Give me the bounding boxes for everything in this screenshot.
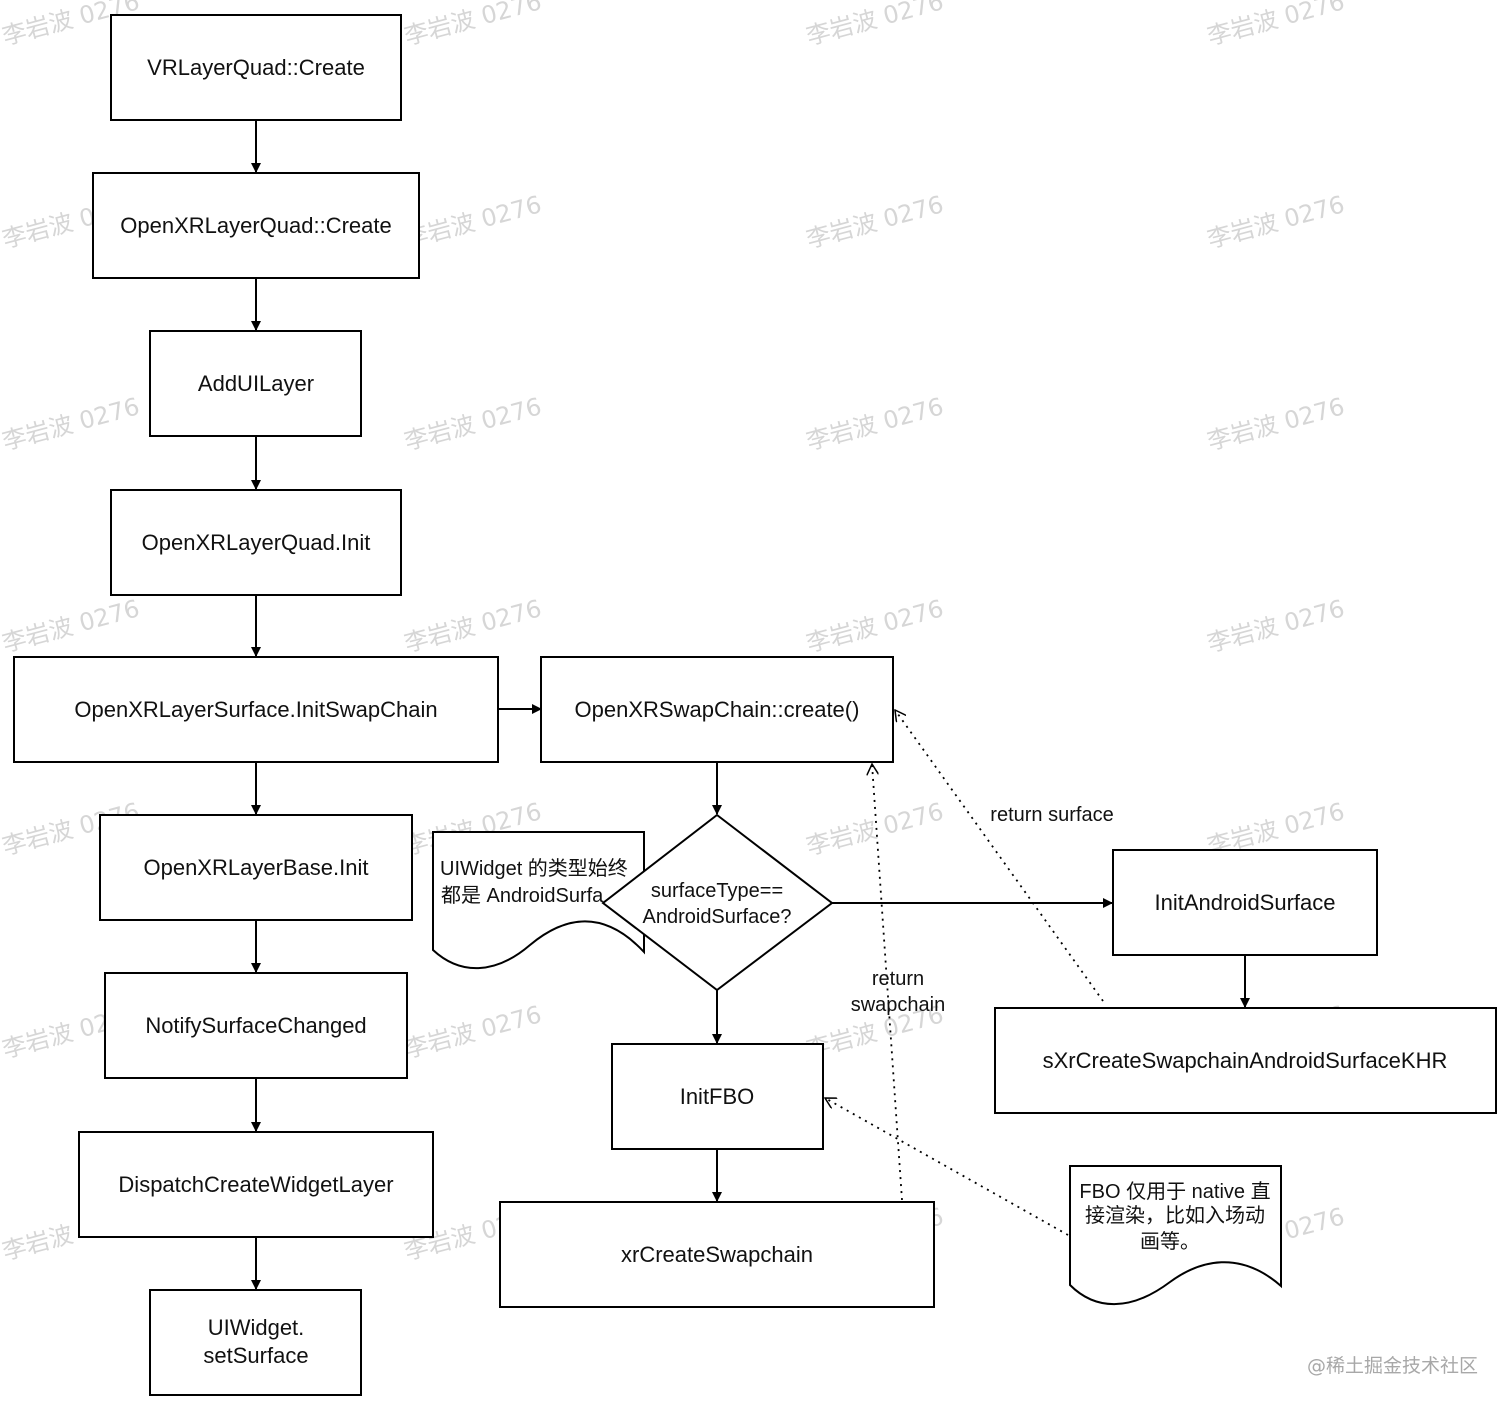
node-dispatch-create-widget-layer: DispatchCreateWidgetLayer [78,1131,434,1238]
node-label-line-1: UIWidget. [208,1315,305,1340]
watermark-text: 李岩波 0276 [401,1000,544,1063]
node-notify-surface-changed: NotifySurfaceChanged [104,972,408,1079]
node-init-fbo: InitFBO [611,1043,824,1150]
watermark-text: 李岩波 0276 [401,392,544,455]
watermark-text: 李岩波 0276 [1204,0,1347,51]
node-label: sXrCreateSwapchainAndroidSurfaceKHR [1043,1048,1448,1073]
right-solid-arrows [712,762,1250,1202]
credit-text: @稀土掘金技术社区 [1307,1355,1478,1377]
note-line-2: 都是 AndroidSurfa [441,884,604,907]
watermark-text: 李岩波 0276 [401,0,544,51]
node-init-android-surface: InitAndroidSurface [1112,849,1378,956]
node-label: InitFBO [680,1084,755,1109]
note-line-1: FBO 仅用于 native 直 [1079,1180,1270,1203]
node-label: xrCreateSwapchain [621,1242,813,1267]
watermark-text: 李岩波 0276 [803,0,946,51]
node-openxr-layer-quad-init: OpenXRLayerQuad.Init [110,489,402,596]
note-fbo: FBO 仅用于 native 直 接渲染，比如入场动 画等。 [1069,1165,1282,1305]
node-label: VRLayerQuad::Create [147,55,365,80]
watermark-text: 李岩波 0276 [803,392,946,455]
node-label: OpenXRLayerQuad.Init [142,530,371,555]
node-ui-widget-set-surface: UIWidget. setSurface [149,1289,362,1396]
note-ui-widget: UIWidget 的类型始终 都是 AndroidSurfa [432,831,645,970]
node-label: DispatchCreateWidgetLayer [118,1172,393,1197]
node-add-ui-layer: AddUILayer [149,330,362,437]
decision-line-2: AndroidSurface? [643,906,792,928]
node-vr-layer-quad-create: VRLayerQuad::Create [110,14,402,121]
edge-label-return-swapchain-line-1: return [872,968,924,990]
node-label: AddUILayer [198,371,314,396]
edge-label-return-surface: return surface [990,804,1113,826]
edge-label-return-swapchain-line-2: swapchain [851,994,946,1016]
left-column-arrows [251,120,542,1290]
node-label: OpenXRLayerBase.Init [143,855,368,880]
note-pointer-arrow [825,1097,1069,1236]
watermark-text: 李岩波 0276 [0,594,142,657]
node-label: InitAndroidSurface [1155,890,1336,915]
node-openxr-layer-quad-create: OpenXRLayerQuad::Create [92,172,420,279]
node-label: OpenXRLayerQuad::Create [120,213,392,238]
return-surface-arrow [895,710,1104,1002]
watermark-text: 李岩波 0276 [401,594,544,657]
node-create-swapchain-android-surface: sXrCreateSwapchainAndroidSurfaceKHR [994,1007,1497,1114]
watermark-text: 李岩波 0276 [1204,594,1347,657]
node-xr-create-swapchain: xrCreateSwapchain [499,1201,935,1308]
watermark-text: 李岩波 0276 [803,190,946,253]
node-label: OpenXRSwapChain::create() [575,697,860,722]
watermark-text: 李岩波 0276 [1204,190,1347,253]
return-swapchain-arrow [872,764,903,1201]
dotted-arrows [825,710,1104,1236]
node-swapchain-create: OpenXRSwapChain::create() [540,656,894,763]
watermark-text: 李岩波 0276 [1204,392,1347,455]
note-line-2: 接渲染，比如入场动 [1085,1204,1265,1227]
watermark-text: 李岩波 0276 [401,190,544,253]
watermark-text: 李岩波 0276 [803,594,946,657]
node-openxr-layer-base-init: OpenXRLayerBase.Init [99,814,413,921]
node-init-swap-chain: OpenXRLayerSurface.InitSwapChain [13,656,499,763]
watermark-text: 李岩波 0276 [0,392,142,455]
note-line-1: UIWidget 的类型始终 [440,857,628,880]
watermark-text: 李岩波 0276 [803,797,946,860]
node-label: NotifySurfaceChanged [145,1013,366,1038]
node-label: OpenXRLayerSurface.InitSwapChain [74,697,437,722]
node-label-line-2: setSurface [203,1343,308,1368]
note-line-3: 画等。 [1140,1230,1200,1253]
decision-line-1: surfaceType== [651,880,783,902]
